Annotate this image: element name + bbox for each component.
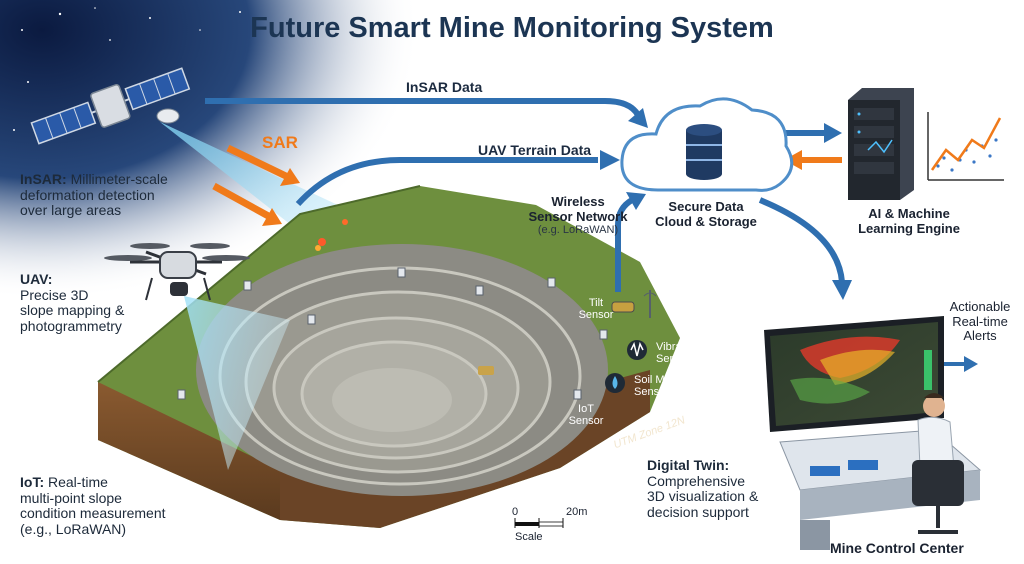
control-center-label: Mine Control Center [830,540,964,556]
stars [13,7,241,131]
vibration-sensor-icon [627,340,647,360]
database-icon [686,124,722,180]
ai-line-1: AI & Machine [868,206,950,221]
sar-label: SAR [262,133,298,152]
ai-engine-label: AI & Machine Learning Engine [846,206,972,236]
twin-line-1: Comprehensive [647,472,746,489]
digital-twin-description: Digital Twin: Comprehensive 3D visualiza… [647,457,759,521]
analytics-chart-icon [927,112,1004,181]
satellite-icon [30,67,191,145]
tilt-sensor-icon [611,301,635,313]
ai-line-2: Learning Engine [858,220,960,236]
server-rack-icon [848,88,914,200]
iot-sensor-label: IoT Sensor [566,403,606,428]
iot-sensor-line-2: Sensor [568,415,604,428]
control-center-illustration [764,316,982,550]
wsn-label: Wireless Sensor Network (e.g. LoRaWAN) [505,194,651,237]
wsn-line-3: (e.g. LoRaWAN) [537,224,619,237]
twin-line-2: 3D visualization & [647,488,759,505]
iot-text-3: condition measurement [20,505,166,522]
cloud-line-1: Secure Data [668,199,744,214]
alerts-label: Actionable Real-time Alerts [940,299,1020,344]
vibration-sensor-label: Vibration Sensor [656,341,699,366]
cloud-to-control-arrow [758,197,852,300]
cloud-line-2: Cloud & Storage [655,213,757,229]
insar-text-1: Millimeter-scale [70,171,168,187]
insar-heading: InSAR: [20,171,67,187]
operator-figure [912,393,964,534]
uav-terrain-arrow [295,150,620,207]
soil-line-1: Soil Moisture [634,374,698,386]
open-pit-mine [97,185,680,528]
iot-sensor-line-1: IoT [578,403,594,415]
insar-description: InSAR: Millimeter-scale deformation dete… [20,171,168,219]
page-title: Future Smart Mine Monitoring System [250,12,774,44]
sar-arrows [212,144,300,226]
wireless-tower-icon [643,290,657,318]
uav-text-2: slope mapping & [20,302,125,319]
iot-text-4: (e.g., LoRaWAN) [20,521,127,538]
wsn-line-2: Sensor Network [528,208,628,224]
uav-terrain-data-label: UAV Terrain Data [478,142,592,158]
soil-moisture-sensor-label: Soil Moisture Sensor [634,374,698,399]
cloud-to-ai-arrow [784,123,842,143]
insar-text-2: deformation detection [20,186,155,203]
twin-heading: Digital Twin: [647,457,730,473]
uav-heading: UAV: [20,271,53,287]
insar-data-arrow [205,98,648,128]
uav-text-1: Precise 3D [20,286,89,303]
scale-bar [514,518,564,528]
iot-description: IoT: Real-time multi-point slope conditi… [20,474,166,538]
tilt-line-2: Sensor [578,309,614,322]
cloud-label: Secure Data Cloud & Storage [640,199,772,229]
iot-heading: IoT: [20,474,45,490]
scale-label: Scale [515,531,543,543]
insar-text-3: over large areas [20,202,122,219]
wsn-uplink-arrow [615,192,646,292]
mine-truck-icon [478,366,494,375]
sar-beam [160,122,340,232]
vib-line-2: Sensor [656,353,691,366]
alerts-line-2: Real-time [952,313,1008,329]
iot-text-2: multi-point slope [20,489,122,506]
scale-zero: 0 [512,506,519,518]
alerts-line-3: Alerts [963,328,997,344]
iot-sensor-markers [177,267,608,400]
uav-beam [184,296,290,470]
drone-icon [104,243,250,301]
soil-line-2: Sensor [634,386,669,399]
twin-line-3: decision support [647,504,749,521]
insar-data-label: InSAR Data [406,79,483,95]
vib-line-1: Vibration [656,341,700,353]
wsn-line-1: Wireless [551,194,605,209]
tilt-line-1: Tilt [588,297,604,309]
uav-text-3: photogrammetry [20,318,122,335]
iot-text-1: Real-time [48,474,108,490]
alerts-arrow [944,356,978,372]
uav-description: UAV: Precise 3D slope mapping & photogra… [20,271,125,335]
alerts-line-1: Actionable [949,299,1011,314]
scale-max: 20m [566,506,588,518]
soil-moisture-sensor-icon [605,373,625,393]
tilt-sensor-label: Tilt Sensor [572,297,620,322]
